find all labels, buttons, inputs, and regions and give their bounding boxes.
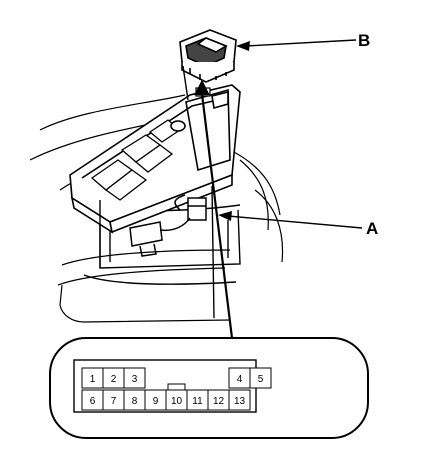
lock-knob-icon bbox=[170, 120, 186, 132]
door-panel-trim bbox=[29, 94, 284, 323]
connector-pin-cell: 6 bbox=[81, 389, 104, 411]
callout-a-leader bbox=[227, 215, 363, 229]
connector-pin-number: 6 bbox=[90, 396, 96, 407]
connector-pin-cell: 7 bbox=[102, 389, 125, 411]
connector-pin-cell: 12 bbox=[207, 389, 230, 411]
connector-pin-number: 13 bbox=[234, 396, 246, 407]
connector-pin-cell: 9 bbox=[144, 389, 167, 411]
connector-pin-number: 2 bbox=[111, 374, 117, 385]
master-window-switch-panel bbox=[69, 84, 241, 234]
connector-a bbox=[129, 194, 207, 257]
connector-pin-number: 7 bbox=[111, 396, 117, 407]
window-switch-buttons bbox=[90, 119, 182, 201]
connector-pin-box bbox=[228, 389, 251, 411]
connector-pin-cell: 13 bbox=[228, 389, 251, 411]
connector-pin-number: 11 bbox=[192, 396, 203, 407]
connector-pin-cell: 3 bbox=[123, 367, 146, 389]
callout-a-arrow-icon bbox=[218, 211, 232, 221]
guide-lines bbox=[99, 65, 215, 319]
callout-b: B bbox=[236, 31, 370, 51]
connector-pin-cell: 11 bbox=[186, 389, 209, 411]
connector-pin-number: 4 bbox=[237, 374, 243, 385]
callout-b-label: B bbox=[358, 31, 370, 50]
connector-pin-number: 9 bbox=[153, 396, 159, 407]
connector-pin-number: 12 bbox=[213, 396, 225, 407]
connector-pin-number: 3 bbox=[132, 374, 138, 385]
callout-b-leader bbox=[245, 39, 357, 47]
connector-pin-cell: 10 bbox=[165, 389, 188, 411]
connector-pin-cell: 2 bbox=[102, 367, 125, 389]
callout-a-label: A bbox=[366, 219, 378, 238]
connector-pin-cell: 8 bbox=[123, 389, 146, 411]
connector-pin-box bbox=[249, 367, 272, 389]
leader-line-connector-face bbox=[194, 79, 234, 339]
connector-pin-cell: 4 bbox=[228, 367, 251, 389]
callout-a: A bbox=[218, 211, 378, 238]
switch-b bbox=[179, 29, 237, 83]
connector-pin-box bbox=[123, 367, 146, 389]
connector-pin-number: 10 bbox=[171, 396, 183, 407]
connector-pin-number: 8 bbox=[132, 396, 138, 407]
connector-pin-number: 1 bbox=[90, 374, 96, 385]
callout-b-arrow-icon bbox=[236, 41, 250, 51]
connector-pin-cell: 5 bbox=[249, 367, 272, 389]
connector-pin-cell: 1 bbox=[81, 367, 104, 389]
connector-pin-number: 5 bbox=[258, 374, 264, 385]
connector-key-notch bbox=[167, 383, 186, 391]
